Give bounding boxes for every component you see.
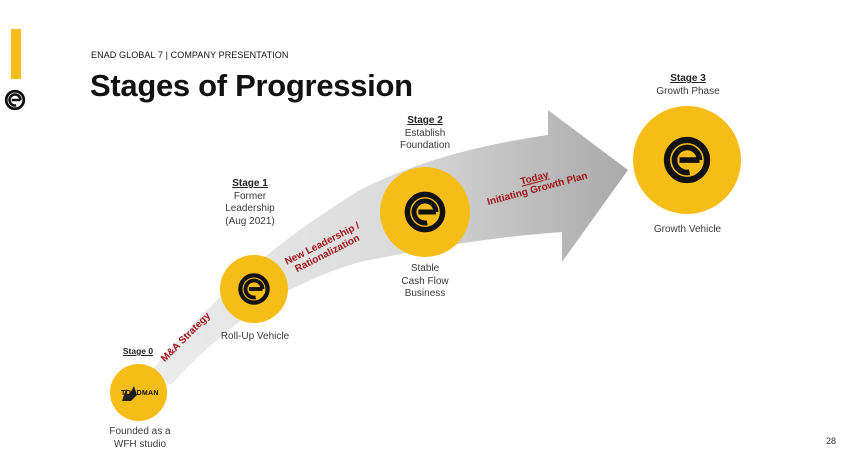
stage1-line-2: Leadership [225, 203, 275, 214]
stage2-line-2: Foundation [399, 140, 451, 151]
stage1-line-1: Former [233, 190, 267, 202]
stage3-circle [633, 106, 741, 214]
accent-bar [11, 29, 21, 79]
stage2-caption-line-3: Business [404, 288, 446, 299]
toadman-logo-text: TOADMAN [121, 390, 159, 397]
presentation-kicker: ENAD GLOBAL 7 | COMPANY PRESENTATION [91, 50, 289, 60]
page-title: Stages of Progression [90, 68, 413, 103]
stage0-circle [110, 364, 167, 421]
stage2-heading-block: Stage 2 Establish Foundation [385, 115, 465, 153]
stage2-circle [380, 167, 470, 257]
eg7-logo-icon [404, 191, 446, 233]
stage1-line-3: (Aug 2021) [225, 215, 275, 227]
stage0-caption: Founded as a WFH studio [88, 426, 192, 451]
eg7-logo-icon [4, 89, 26, 111]
stage3-line-1: Growth Phase [656, 85, 720, 97]
eg7-logo-icon [238, 273, 270, 305]
stage0-caption-line-2: WFH studio [113, 438, 167, 450]
stage2-caption: Stable Cash Flow Business [375, 263, 475, 301]
page-number: 28 [825, 436, 836, 446]
toadman-logo-icon [121, 385, 137, 401]
stage1-circle [220, 255, 288, 323]
stage1-heading-block: Stage 1 Former Leadership (Aug 2021) [210, 178, 290, 228]
stage2-caption-line-2: Cash Flow [401, 275, 449, 287]
stage0-caption-line-1: Founded as a [109, 426, 171, 437]
stage3-heading: Stage 3 [670, 73, 706, 84]
stage2-line-1: Establish [404, 127, 446, 139]
stage2-heading: Stage 2 [407, 115, 443, 126]
stage1-caption: Roll-Up Vehicle [220, 331, 290, 342]
arrow-body [142, 110, 628, 384]
stage1-heading: Stage 1 [232, 178, 268, 189]
eg7-logo-icon [663, 136, 711, 184]
stage3-heading-block: Stage 3 Growth Phase [640, 73, 736, 98]
stage0-heading-block: Stage 0 [108, 345, 168, 358]
stage0-heading: Stage 0 [122, 346, 154, 356]
stage2-caption-line-1: Stable [410, 263, 440, 274]
stage3-caption: Growth Vehicle [653, 224, 722, 235]
